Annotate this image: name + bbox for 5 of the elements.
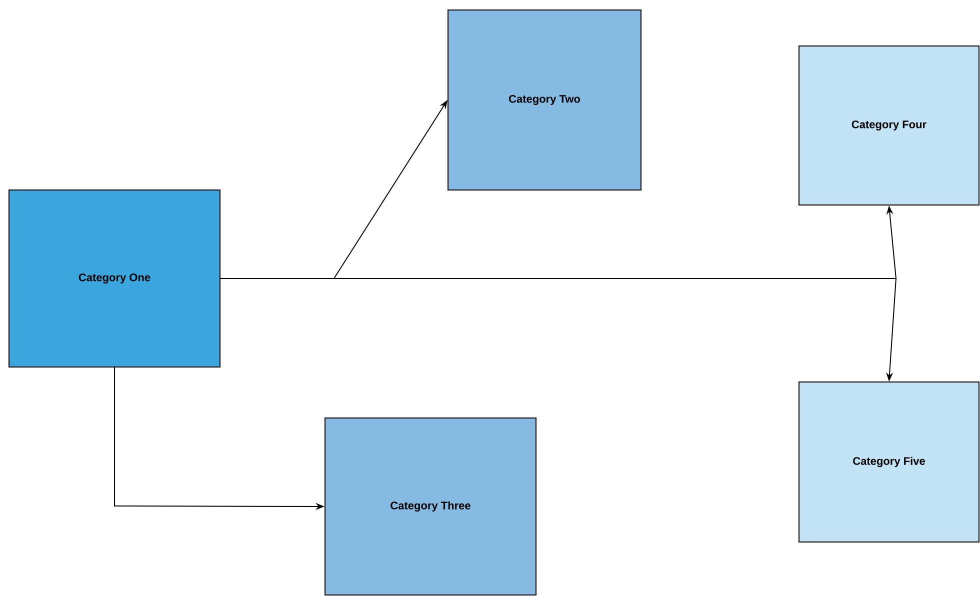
category-box: Category One (8, 190, 220, 368)
category-box: Category Four (798, 46, 980, 206)
category-box: Category Five (798, 382, 980, 542)
category-box: Category Three (324, 418, 536, 596)
category-box: Category Two (448, 10, 642, 190)
